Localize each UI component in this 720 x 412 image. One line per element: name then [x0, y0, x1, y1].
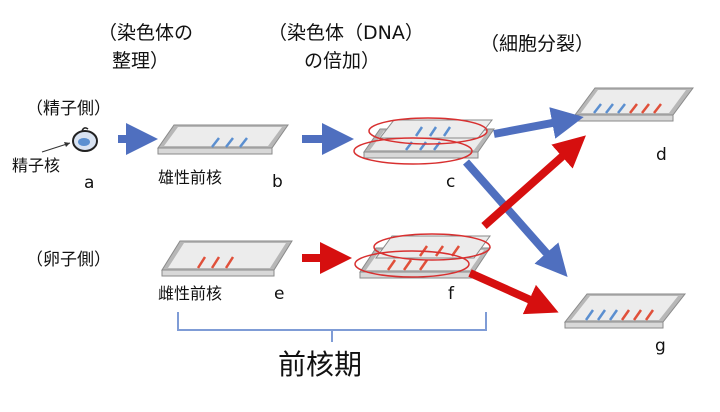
letter-b: b: [272, 172, 283, 192]
letter-a: a: [84, 173, 95, 193]
plate-e: [161, 240, 293, 277]
sperm-nucleus-icon: [72, 127, 98, 152]
arrow-f-to-d: [481, 135, 586, 229]
letter-e: e: [274, 284, 285, 304]
arrow-c-to-g: [463, 159, 568, 277]
header-division: （細胞分裂）: [480, 33, 595, 55]
arrow-f-to-g: [468, 269, 559, 315]
plate-f: [354, 233, 491, 279]
header-double-line1: （染色体（DNA）: [268, 22, 424, 44]
plate-d: [574, 87, 694, 122]
header-double-line2: の倍加）: [304, 50, 381, 72]
plate-b: [157, 124, 289, 155]
label-female-pronucleus: 雌性前核: [158, 284, 223, 303]
header-organize-line1: （染色体の: [98, 22, 194, 44]
label-sperm-nucleus: 精子核: [12, 156, 61, 175]
plate-c: [353, 117, 495, 165]
plate-g: [563, 293, 687, 329]
arrow-c-to-d: [493, 107, 584, 139]
letter-g: g: [655, 336, 666, 356]
label-male-pronucleus: 雄性前核: [158, 168, 223, 187]
letter-d: d: [656, 145, 667, 165]
label-egg-side: （卵子側）: [26, 250, 111, 270]
letter-c: c: [446, 172, 456, 192]
letter-f: f: [448, 284, 454, 304]
pronuclear-bracket: [177, 312, 487, 342]
header-organize-line2: 整理）: [112, 50, 170, 72]
label-pronuclear-phase: 前核期: [278, 348, 363, 381]
label-sperm-side: （精子側）: [26, 99, 111, 119]
